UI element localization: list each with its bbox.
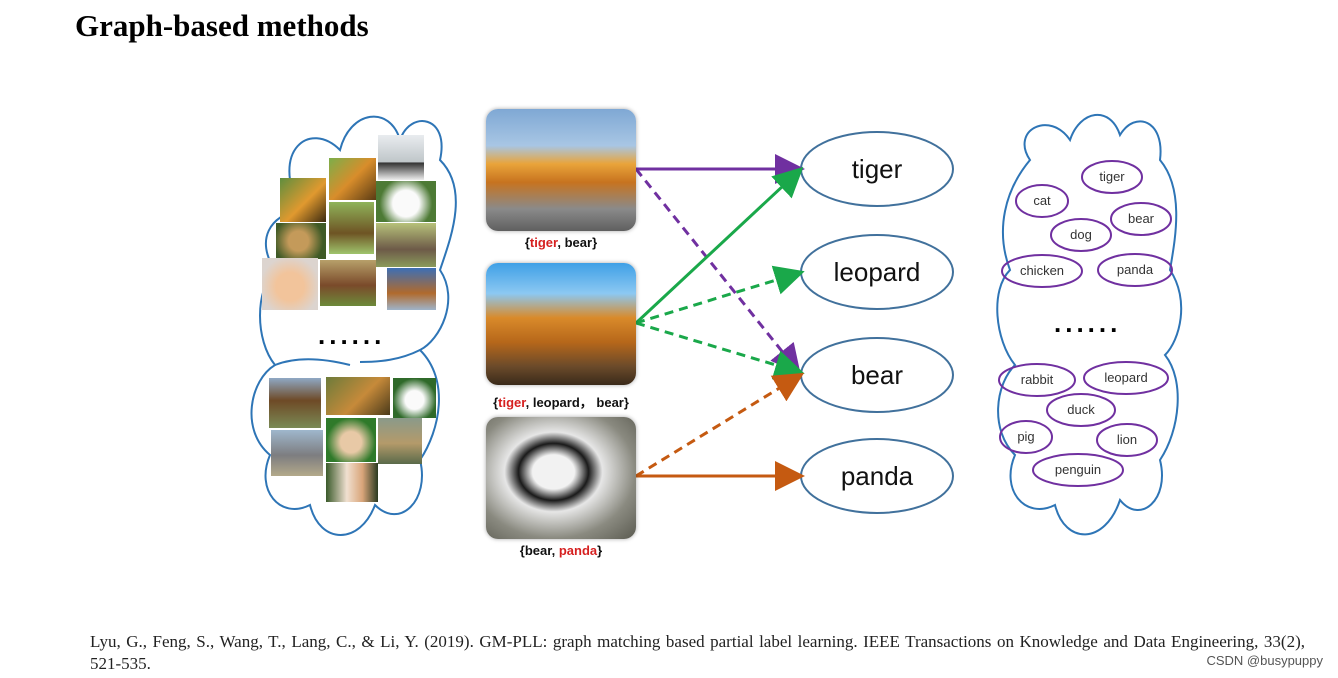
cloud-label-pig: pig — [1017, 429, 1035, 444]
arrow-panda-img-to-bear — [635, 372, 805, 478]
class-label-panda: panda — [840, 461, 914, 491]
class-label-leopard: leopard — [833, 257, 921, 287]
left-ellipsis: ...... — [318, 320, 386, 350]
thumb-rabbit2 — [326, 418, 376, 462]
thumb-panda — [378, 135, 424, 180]
caption-3: {bear, panda} — [519, 543, 603, 558]
caption-2: {tiger, leopard， bear} — [493, 395, 629, 410]
thumb-elephant2 — [271, 430, 323, 476]
reference-citation: Lyu, G., Feng, S., Wang, T., Lang, C., &… — [90, 632, 1305, 673]
arrow-tiger2-img-to-bear — [635, 321, 805, 380]
class-label-bear: bear — [850, 360, 904, 390]
watermark: CSDN @busypuppy — [1206, 653, 1323, 668]
thumb-goat — [387, 268, 436, 310]
thumb-elephant — [376, 223, 436, 267]
thumb-goat2 — [378, 418, 422, 464]
cloud-label-dog: dog — [1070, 227, 1092, 242]
thumb-rabbit — [393, 378, 436, 418]
cloud-label-tiger: tiger — [1099, 169, 1125, 184]
arrow-tiger2-img-to-leopard — [635, 265, 805, 325]
thumb-lion2 — [326, 377, 390, 415]
cloud-label-duck: duck — [1067, 402, 1095, 417]
thumb-tiger-small — [329, 158, 376, 200]
cloud-label-leopard: leopard — [1104, 370, 1148, 385]
cloud-label-bear: bear — [1127, 211, 1155, 226]
photo-panda — [486, 417, 636, 539]
slide-title: Graph-based methods — [75, 8, 369, 43]
arrow-tiger2-img-to-tiger — [634, 166, 804, 325]
thumb-dog-white — [376, 181, 436, 222]
right-ellipsis: ...... — [1054, 308, 1122, 338]
thumb-tiger — [280, 178, 326, 222]
label-set-cloud — [996, 114, 1183, 536]
label-ovals — [998, 160, 1173, 487]
thumb-bear-brown — [269, 378, 321, 428]
thumb-dog — [329, 202, 374, 254]
cloud-label-lion: lion — [1116, 432, 1138, 447]
photo-tiger-lying — [486, 109, 636, 231]
cloud-label-penguin: penguin — [1054, 462, 1102, 477]
arrow-tiger-img-to-bear — [634, 168, 801, 375]
caption-1: {tiger, bear} — [524, 235, 598, 250]
thumb-lion — [276, 223, 326, 259]
cloud-label-cat: cat — [1033, 193, 1051, 208]
photo-tiger-cub — [486, 263, 636, 385]
thumb-bears — [320, 260, 376, 306]
class-ovals — [800, 131, 954, 514]
class-label-tiger: tiger — [851, 154, 903, 184]
cloud-label-panda: panda — [1116, 262, 1154, 277]
cloud-label-chicken: chicken — [1019, 263, 1065, 278]
cloud-label-rabbit: rabbit — [1020, 372, 1054, 387]
thumb-cats — [326, 463, 378, 502]
thumb-cat — [262, 258, 318, 310]
